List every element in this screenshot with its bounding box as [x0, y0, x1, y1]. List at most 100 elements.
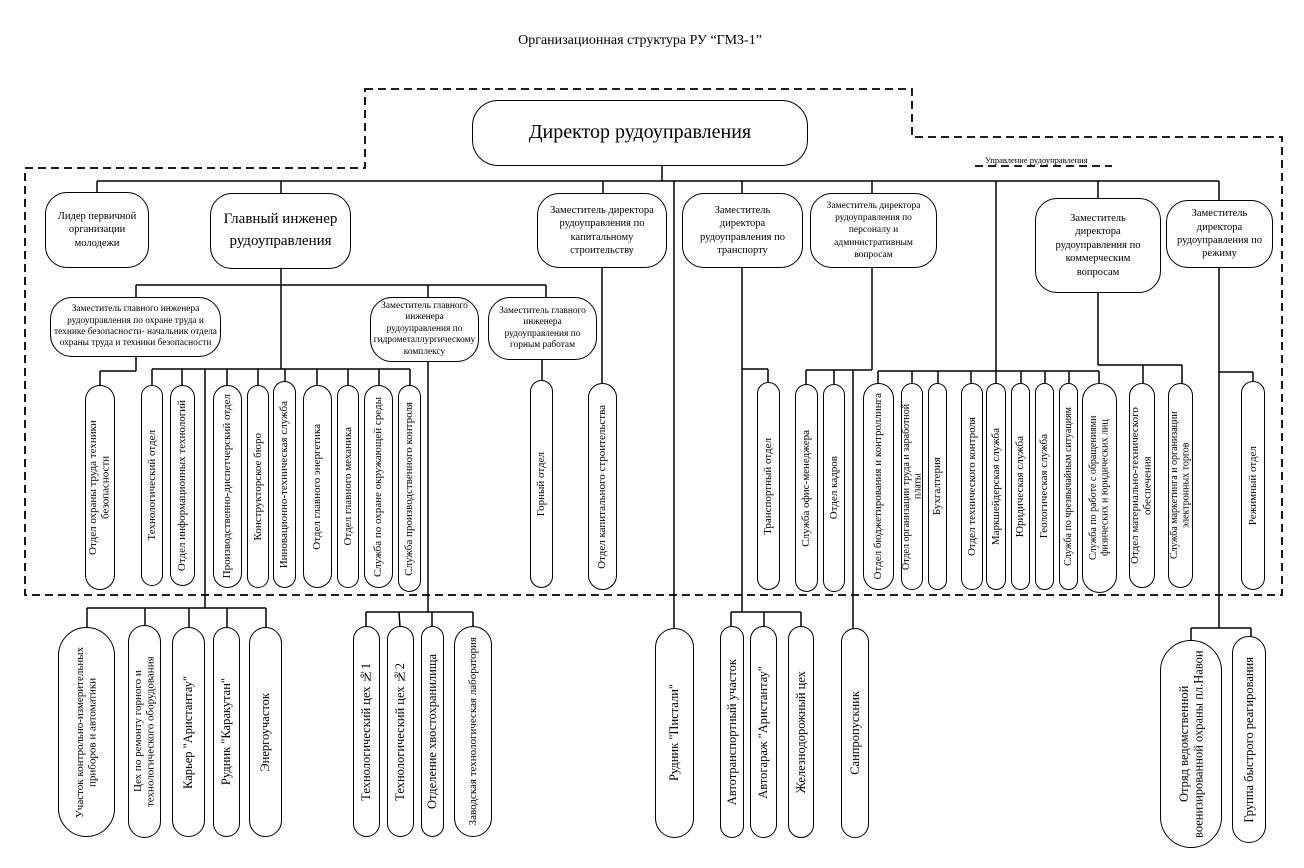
dept-label: Инновационно-техническая служба: [278, 400, 291, 569]
unit-laboratory: Заводская технологическая лаборатория: [454, 626, 492, 837]
dept-marketing: Служба маркетинга и организации электрон…: [1168, 383, 1193, 588]
unit-label: Группа быстрого реагирования: [1241, 656, 1256, 823]
dept-label: Отдел технического контроля: [965, 416, 978, 556]
dept-label: Производственно-диспетчерский отдел: [221, 394, 234, 579]
unit-label: Железнодорожный цех: [793, 670, 808, 794]
dept-label: Отдел главного механика: [341, 427, 354, 546]
dept-label: Отдел охраны труда техники безопасности: [87, 420, 112, 555]
dept-dispatch: Производственно-диспетчерский отдел: [213, 385, 242, 588]
dept-technological: Технологический отдел: [141, 385, 163, 586]
deputy-ce-mining-label: Заместитель главного инженера рудоуправл…: [499, 305, 586, 350]
dept-chief-mechanic: Отдел главного механика: [337, 385, 359, 588]
dept-capital: Отдел капитального строительства: [588, 383, 617, 590]
deputy-ce-safety-box: Заместитель главного инженера рудоуправл…: [50, 297, 221, 357]
dept-hr: Отдел кадров: [823, 384, 845, 592]
unit-label: Заводская технологическая лаборатория: [466, 637, 479, 826]
dept-label: Служба маркетинга и организации электрон…: [1169, 411, 1192, 560]
dept-emergency: Служба по чрезвычайным ситуациям: [1059, 383, 1078, 590]
deputy-regime-box: Заместитель директора рудоуправления по …: [1166, 200, 1273, 268]
unit-tech-shop-2: Технологический цех №2: [387, 626, 414, 837]
dept-labor-organization: Отдел организации труда и заработной пла…: [901, 383, 923, 590]
chief-engineer-box: Главный инженер рудоуправления: [210, 193, 351, 269]
chart-title: Организационная структура РУ “ГМЗ-1”: [518, 33, 762, 48]
dept-legal: Юридическая служба: [1011, 383, 1030, 590]
dept-citizen-appeals: Служба по работе с обращениями физически…: [1082, 383, 1117, 593]
unit-railway-shop: Железнодорожный цех: [788, 626, 814, 838]
unit-label: Рудник "Пистали": [667, 684, 682, 782]
dept-label: Отдел главного энергетика: [311, 423, 324, 550]
dept-innovation: Инновационно-техническая служба: [273, 381, 296, 588]
dept-label: Отдел кадров: [827, 456, 840, 520]
unit-label: Технологический цех №2: [393, 662, 408, 801]
unit-label: Цех по ремонту горного и технологическог…: [131, 656, 157, 807]
dept-label: Служба производственного контроля: [403, 401, 416, 576]
unit-quarry-aristantau: Карьер "Аристантау": [172, 627, 205, 837]
dept-mining: Горный отдел: [530, 380, 553, 588]
dept-technical-control: Отдел технического контроля: [961, 383, 983, 590]
unit-label: Энергоучасток: [258, 692, 273, 772]
unit-sanpropusknik: Санпропускник: [841, 628, 869, 838]
deputy-commercial-box: Заместитель директора рудоуправления по …: [1035, 198, 1161, 293]
dept-label: Горный отдел: [535, 451, 548, 517]
youth-leader-box: Лидер первичной организации молодежи: [45, 192, 149, 268]
management-group-label: Управление рудоуправления: [985, 155, 1088, 165]
unit-motor-transport: Автотранспортный участок: [720, 626, 744, 838]
unit-label: Санпропускник: [847, 691, 862, 775]
dept-label: Отдел бюджетирования и контроллинга: [872, 393, 885, 580]
unit-label: Участок контрольно-измерительных приборо…: [73, 646, 99, 818]
dept-production-control: Служба производственного контроля: [398, 385, 421, 592]
dept-label: Служба по охране окружающей среды: [372, 396, 385, 577]
dept-safety: Отдел охраны труда техники безопасности: [85, 385, 115, 590]
unit-tailings: Отделение хвостохранилища: [421, 626, 444, 837]
dept-label: Отдел капитального строительства: [596, 404, 609, 569]
deputy-ce-hydromet-box: Заместитель главного инженера рудоуправл…: [370, 297, 479, 362]
deputy-personnel-label: Заместитель директора рудоуправления по …: [826, 201, 921, 260]
unit-mine-karakutan: Рудник "Каракутан": [213, 627, 240, 837]
unit-label: Автотранспортный участок: [724, 658, 739, 806]
dept-label: Геологическая служба: [1038, 434, 1051, 539]
dept-it: Отдел информационных технологий: [170, 385, 195, 586]
unit-label: Автогараж "Аристантау": [756, 665, 771, 799]
unit-garage-aristantau: Автогараж "Аристантау": [750, 626, 777, 838]
dept-environment: Служба по охране окружающей среды: [364, 385, 393, 588]
unit-label: Рудник "Каракутан": [219, 678, 234, 786]
dept-budgeting: Отдел бюджетирования и контроллинга: [863, 383, 894, 590]
unit-mine-pistali: Рудник "Пистали": [655, 628, 694, 838]
dept-chief-power: Отдел главного энергетика: [303, 385, 332, 588]
dept-label: Служба офис-менеджера: [800, 429, 813, 547]
dept-regime: Режимный отдел: [1241, 381, 1265, 590]
dept-design-bureau: Конструкторское бюро: [247, 385, 269, 588]
deputy-ce-mining-box: Заместитель главного инженера рудоуправл…: [488, 297, 597, 360]
dept-label: Транспортный отдел: [762, 437, 775, 535]
dept-label: Технологический отдел: [145, 430, 158, 541]
deputy-transport-label: Заместитель директора рудоуправления по …: [700, 204, 785, 256]
dept-office-manager: Служба офис-менеджера: [795, 384, 818, 592]
dept-label: Бухгалтерия: [931, 457, 944, 516]
dept-accounting: Бухгалтерия: [928, 383, 947, 590]
deputy-regime-label: Заместитель директора рудоуправления по …: [1177, 208, 1262, 260]
dept-transport: Транспортный отдел: [757, 382, 780, 590]
unit-security-detachment: Отряд ведомственной военизированной охра…: [1160, 640, 1222, 848]
director-label: Директор рудоуправления: [528, 121, 752, 144]
unit-instrumentation: Участок контрольно-измерительных приборо…: [58, 627, 115, 837]
deputy-commercial-label: Заместитель директора рудоуправления по …: [1055, 212, 1141, 278]
deputy-personnel-box: Заместитель директора рудоуправления по …: [810, 193, 937, 268]
deputy-capital-box: Заместитель директора рудоуправления по …: [537, 193, 667, 268]
dept-label: Отдел организации труда и заработной пла…: [900, 403, 924, 570]
unit-power-section: Энергоучасток: [249, 627, 282, 837]
unit-label: Отряд ведомственной военизированной охра…: [1176, 650, 1205, 838]
dept-label: Отдел материально-технического обеспечен…: [1129, 407, 1154, 564]
dept-label: Юридическая служба: [1014, 435, 1027, 538]
dept-label: Отдел информационных технологий: [176, 399, 189, 572]
unit-tech-shop-1: Технологический цех №1: [353, 626, 380, 837]
unit-rapid-response: Группа быстрого реагирования: [1232, 636, 1266, 843]
deputy-transport-box: Заместитель директора рудоуправления по …: [682, 193, 803, 268]
unit-label: Технологический цех №1: [359, 662, 374, 801]
deputy-ce-hydromet-label: Заместитель главного инженера рудоуправл…: [373, 300, 476, 357]
dept-label: Конструкторское бюро: [251, 432, 264, 541]
dept-label: Служба по чрезвычайным ситуациям: [1062, 407, 1074, 566]
deputy-capital-label: Заместитель директора рудоуправления по …: [550, 204, 654, 256]
director-box: Директор рудоуправления: [472, 100, 808, 166]
dept-label: Режимный отдел: [1246, 445, 1259, 526]
